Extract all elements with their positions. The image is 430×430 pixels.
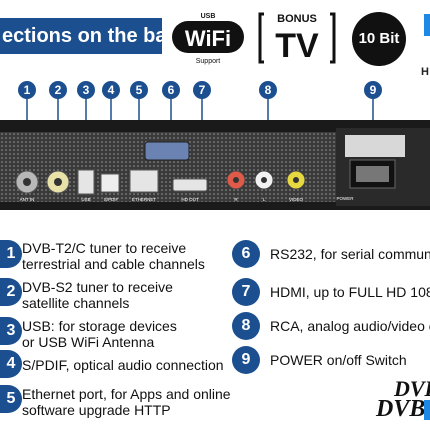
bonus-tv-badge: BONUS TV bbox=[258, 12, 336, 65]
callout-9: 9 bbox=[370, 83, 377, 97]
ten-bit-label: 10 Bit bbox=[358, 30, 400, 47]
callout-4: 4 bbox=[108, 83, 115, 97]
desc-marker-5: 5 bbox=[0, 385, 22, 413]
desc-6-line-1: RS232, for serial commun bbox=[270, 246, 430, 262]
desc-2-line-1: DVB-S2 tuner to receive bbox=[22, 279, 173, 295]
hdmi-port bbox=[172, 178, 208, 192]
callout-7: 7 bbox=[199, 83, 206, 97]
bonus-label: BONUS bbox=[277, 13, 317, 25]
dvb-logo-line-1: DVB bbox=[394, 376, 430, 401]
ant-in-label: ANT IN bbox=[20, 197, 35, 202]
desc-marker-6: 6 bbox=[232, 240, 260, 268]
bracket-left-icon bbox=[258, 12, 264, 64]
callout-2: 2 bbox=[55, 83, 62, 97]
desc-4: S/PDIF, optical audio connection bbox=[22, 357, 224, 373]
desc-marker-4: 4 bbox=[0, 350, 22, 378]
desc-1-line-1: DVB-T2/C tuner to receive bbox=[22, 240, 187, 256]
desc-marker-2: 2 bbox=[0, 278, 22, 306]
desc-3-line-1: USB: for storage devices bbox=[22, 318, 177, 334]
callout-1: 1 bbox=[24, 83, 31, 97]
edge-letter: H bbox=[421, 66, 429, 78]
wifi-usb-label: USB bbox=[201, 13, 216, 20]
desc-5-line-2: software upgrade HTTP bbox=[22, 402, 171, 418]
desc-marker-9: 9 bbox=[232, 346, 260, 374]
spdif-label: S/PDIF bbox=[104, 197, 119, 202]
spec-label bbox=[345, 135, 405, 157]
spdif-port bbox=[100, 173, 120, 193]
rca-l-label: L bbox=[263, 197, 266, 202]
desc-marker-7: 7 bbox=[232, 278, 260, 306]
desc-1: DVB-T2/C tuner to receive terrestrial an… bbox=[22, 240, 205, 272]
usb-wifi-badge: USB WiFi Support bbox=[172, 13, 244, 65]
desc-5: Ethernet port, for Apps and online softw… bbox=[22, 386, 231, 418]
desc-8-line-1: RCA, analog audio/video c bbox=[270, 318, 430, 334]
rs232-port bbox=[144, 141, 190, 161]
wifi-main-label: WiFi bbox=[185, 26, 231, 51]
dvb-logo-accent bbox=[424, 400, 430, 420]
ten-bit-badge: 10 Bit bbox=[352, 12, 406, 66]
desc-2: DVB-S2 tuner to receive satellite channe… bbox=[22, 279, 173, 311]
banner-title: ections on the back bbox=[2, 25, 162, 47]
receiver-back-panel: ANT IN USB S/PDIF ETHERNET HD OUT R L VI… bbox=[0, 81, 430, 210]
desc-2-line-2: satellite channels bbox=[22, 295, 130, 311]
desc-1-line-2: terrestrial and cable channels bbox=[22, 256, 205, 272]
usb-port bbox=[77, 169, 95, 195]
desc-9: POWER on/off Switch bbox=[270, 352, 407, 368]
video-label: VIDEO bbox=[289, 197, 304, 202]
desc-9-line-1: POWER on/off Switch bbox=[270, 352, 407, 368]
callout-5: 5 bbox=[136, 83, 143, 97]
desc-7-line-1: HDMI, up to FULL HD 108 bbox=[270, 284, 430, 300]
usb-label: USB bbox=[81, 197, 90, 202]
desc-7: HDMI, up to FULL HD 108 bbox=[270, 284, 430, 300]
ethernet-label: ETHERNET bbox=[132, 197, 157, 202]
wifi-pill-shape bbox=[172, 21, 244, 53]
desc-3: USB: for storage devices or USB WiFi Ant… bbox=[22, 318, 177, 350]
wifi-support-label: Support bbox=[196, 58, 221, 65]
hdmi-label: HD OUT bbox=[181, 197, 198, 202]
callout-6: 6 bbox=[168, 83, 175, 97]
desc-8: RCA, analog audio/video c bbox=[270, 318, 430, 334]
desc-marker-1: 1 bbox=[0, 240, 22, 268]
power-label: POWER bbox=[336, 196, 354, 201]
edge-logo-fragment bbox=[424, 14, 430, 36]
rca-r-label: R bbox=[234, 197, 238, 202]
desc-marker-8: 8 bbox=[232, 312, 260, 340]
tv-label: TV bbox=[275, 27, 319, 65]
power-switch-rocker bbox=[356, 166, 389, 182]
callout-3: 3 bbox=[83, 83, 90, 97]
desc-marker-3: 3 bbox=[0, 317, 22, 345]
desc-5-line-1: Ethernet port, for Apps and online bbox=[22, 386, 231, 402]
desc-6: RS232, for serial commun bbox=[270, 246, 430, 262]
dvb-logo-line-2: DVB bbox=[376, 396, 426, 422]
bracket-right-icon bbox=[330, 12, 336, 64]
ethernet-port bbox=[129, 169, 159, 193]
callout-8: 8 bbox=[265, 83, 272, 97]
section-banner: ections on the back bbox=[0, 18, 162, 54]
desc-3-line-2: or USB WiFi Antenna bbox=[22, 334, 155, 350]
desc-4-line-1: S/PDIF, optical audio connection bbox=[22, 357, 224, 373]
